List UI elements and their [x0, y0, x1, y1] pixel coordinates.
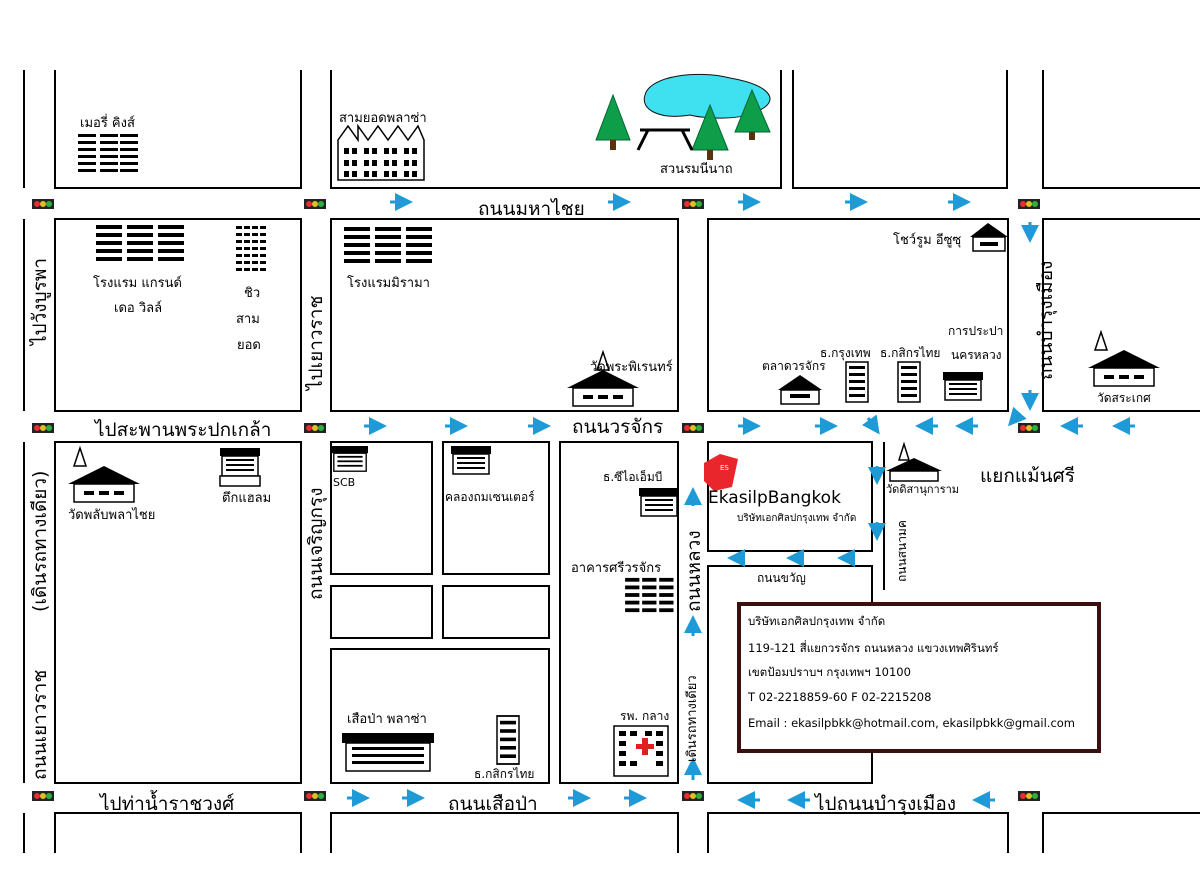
suea-pa-plaza: เสือป่า พลาซ่า: [342, 711, 434, 772]
road-labels: ถนนมหาไชย ถนนวรจักร ถนนเสือป่า ไปสะพานพร…: [29, 198, 1075, 816]
klong-thom-center: คลองถมเซนเตอร์: [445, 445, 535, 504]
road-suea-pa: ถนนเสือป่า: [448, 793, 538, 815]
scb-label: SCB: [333, 476, 355, 489]
isuzu-showroom: โชว์รูม อีซูซุ: [893, 223, 1008, 252]
chew-label-2: สาม: [236, 312, 260, 327]
road-to-wang-burapha: ไปวังบูรพา: [29, 258, 51, 347]
grand-ville-label-2: เดอ วิลล์: [114, 300, 162, 316]
card-company: บริษัทเอกศิลปกรุงเทพ จำกัด: [748, 614, 885, 628]
picnic-table-icon: [636, 128, 694, 151]
chew-sam-yot: ชิว สาม ยอด: [236, 222, 270, 353]
ekasilp-brand-label: EkasilpBangkok: [708, 488, 841, 508]
isuzu-label: โชว์รูม อีซูซุ: [893, 232, 961, 248]
worachak-market: ตลาดวรจักร: [762, 359, 826, 405]
merry-kings: เมอรี่ คิงส์: [78, 114, 138, 176]
chew-label-3: ยอด: [237, 338, 261, 353]
hospital-label: รพ. กลาง: [620, 709, 669, 723]
kasikorn-bank-2-label: ธ.กสิกรไทย: [474, 767, 534, 781]
logo-es: ES: [720, 464, 729, 472]
card-address-1: 119-121 สี่แยกวรจักร ถนนหลวง แขวงเทพศิริ…: [748, 640, 999, 655]
suan-rommaninat-park: สวนรมนีนาถ: [595, 73, 771, 177]
merry-kings-label: เมอรี่ คิงส์: [80, 114, 135, 131]
road-khwan: ถนนขวัญ: [757, 571, 806, 585]
scb-bank: SCB: [331, 445, 369, 489]
wat-plab-phla-chai: วัดพลับพลาไชย: [67, 445, 155, 523]
card-email: Email : ekasilpbkk@hotmail.com, ekasilpb…: [748, 716, 1075, 730]
road-bamrung-mueang: ถนนบำรุงเมือง: [1035, 261, 1058, 380]
hospital-cross-icon: [636, 738, 654, 755]
srivorachak-building: อาคารศรีวรจักร: [571, 560, 675, 618]
mwa-label-1: การประปา: [948, 324, 1003, 338]
road-to-bamrung-mueang: ไปถนนบำรุงเมือง: [813, 793, 956, 816]
mirama-label: โรงแรมมิรามา: [347, 275, 430, 291]
road-luang: ถนนหลวง: [683, 530, 705, 612]
card-phone: T 02-2218859-60 F 02-2215208: [747, 690, 931, 704]
kasikorn-bank-1: ธ.กสิกรไทย: [880, 346, 940, 403]
mwa-office: การประปา นครหลวง: [942, 324, 1003, 401]
klong-thom-label: คลองถมเซนเตอร์: [445, 490, 535, 504]
road-to-yaowarat: ไปเยาวราช: [305, 296, 327, 392]
grand-ville-label-1: โรงแรม แกรนด์: [93, 275, 182, 291]
ekasilp-logo-icon: [704, 454, 738, 491]
ekasilp-bangkok: ES EkasilpBangkok บริษัทเอกศิลปกรุงเทพ จ…: [704, 454, 856, 524]
road-yaowarat: ถนนเยาวราช: [29, 670, 51, 780]
wat-phirenthorn-label: วัดพระพิเรนทร์: [590, 359, 673, 375]
mwa-label-2: นครหลวง: [951, 348, 1002, 362]
road-mahachai: ถนนมหาไชย: [478, 198, 585, 220]
central-hospital: รพ. กลาง: [613, 709, 669, 777]
maen-si-junction: แยกแม้นศรี: [980, 465, 1075, 487]
wat-ditsaram-label: วัดดิสานุการาม: [886, 483, 959, 496]
mirama-hotel: โรงแรมมิรามา: [342, 225, 434, 291]
kasikorn-bank-1-label: ธ.กสิกรไทย: [880, 346, 940, 360]
grand-ville-hotel: โรงแรม แกรนด์ เดอ วิลล์: [93, 223, 186, 316]
bangkok-bank: ธ.กรุงเทพ: [820, 346, 871, 403]
road-worachak: ถนนวรจักร: [572, 416, 663, 438]
sam-yot-plaza-label: สามยอดพลาซ่า: [339, 111, 427, 126]
wat-phirenthorn: วัดพระพิเรนทร์: [566, 349, 673, 407]
cimb-label: ธ.ซีไอเอ็มบี: [603, 469, 662, 484]
company-info-card: บริษัทเอกศิลปกรุงเทพ จำกัด 119-121 สี่แย…: [737, 602, 1101, 753]
chew-label-1: ชิว: [244, 286, 260, 301]
wat-ditsanukaram: วัดดิสานุการาม: [886, 441, 959, 496]
wat-plab-label: วัดพลับพลาไชย: [68, 507, 155, 523]
bangkok-bank-label: ธ.กรุงเทพ: [820, 346, 871, 361]
cimb-bank: ธ.ซีไอเอ็มบี: [603, 469, 680, 517]
suea-pa-plaza-label: เสือป่า พลาซ่า: [347, 711, 427, 727]
road-sanam: ถนนสนามค: [895, 520, 909, 582]
tree-icons: [595, 88, 771, 160]
tuk-hollam-label: ตึกแฮลม: [222, 491, 271, 506]
road-one-way-left: (เดินรถทางเดียว): [29, 471, 51, 612]
one-way-arrows: [347, 193, 1135, 809]
srivorachak-label: อาคารศรีวรจักร: [571, 560, 661, 576]
road-to-phra-pokklao-bridge: ไปสะพานพระปกเกล้า: [93, 419, 271, 441]
tuk-hollam: ตึกแฮลม: [219, 447, 271, 506]
kasikorn-bank-2: ธ.กสิกรไทย: [474, 715, 534, 781]
card-address-2: เขตป้อมปราบฯ กรุงเทพฯ 10100: [748, 665, 911, 679]
ekasilp-sub-label: บริษัทเอกศิลปกรุงเทพ จำกัด: [737, 513, 856, 524]
road-to-ratchawong-pier: ไปท่าน้ำราชวงศ์: [98, 790, 234, 815]
sam-yot-plaza: สามยอดพลาซ่า: [337, 111, 427, 181]
road-one-way-luang: เดินรถทางเดียว: [684, 675, 700, 762]
road-charoen-krung: ถนนเจริญกรุง: [305, 488, 328, 601]
worachak-market-label: ตลาดวรจักร: [762, 359, 826, 373]
wat-sraket-label: วัดสระเกศ: [1097, 391, 1151, 405]
wat-sraket: วัดสระเกศ: [1087, 329, 1161, 405]
suan-rommaninat-label: สวนรมนีนาถ: [660, 161, 733, 177]
